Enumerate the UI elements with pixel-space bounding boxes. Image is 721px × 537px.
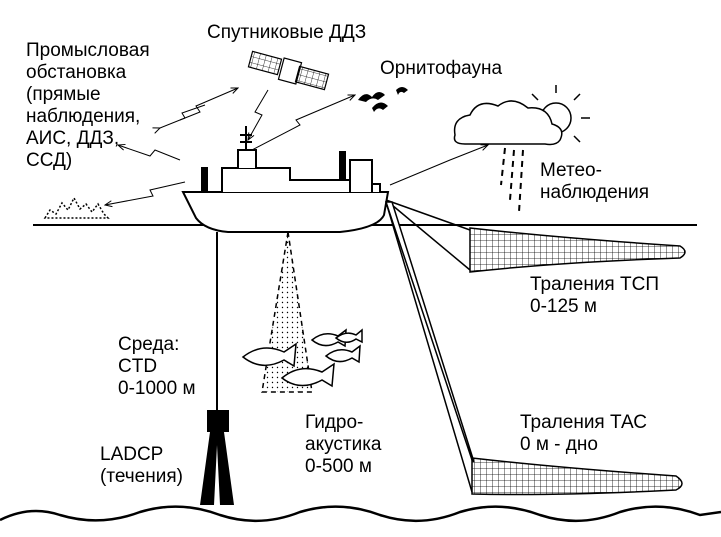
bottom-trawl-warp [384,201,475,463]
birds-icon [358,87,408,112]
surface-trawl-warp-2 [385,199,471,271]
fish-school-icon [241,328,363,388]
seabed-line [0,505,721,523]
data-link-arrows [105,88,488,205]
label-fishing-situation: Промысловая обстановка (прямые наблюдени… [26,40,150,171]
label-hydroacoustics: Гидро- акустика 0-500 м [305,412,382,477]
surface-trawl-warp [385,199,471,231]
cloud-icon [453,100,563,146]
label-birds: Орнитофауна [380,58,503,79]
label-ladcp: LADCP (течения) [100,444,183,487]
label-trawl-bottom: Траления ТАС 0 м - дно [520,412,647,455]
ladcp-instrument [207,410,229,432]
bottom-trawl-net [471,457,683,496]
ladcp-frame [200,432,234,505]
bottom-trawl-warp-2 [385,201,473,493]
label-environment-ctd: Среда: CTD 0-1000 м [118,334,196,399]
label-satellite: Спутниковые ДДЗ [207,22,367,43]
surface-trawl-net [469,227,686,273]
rain-icon [500,147,524,213]
satellite-icon [247,50,330,91]
label-meteo: Метео- наблюдения [540,160,650,203]
research-vessel-icon [181,126,390,233]
surface-target-icon [43,196,110,219]
label-trawl-surface: Траления ТСП 0-125 м [530,274,659,317]
